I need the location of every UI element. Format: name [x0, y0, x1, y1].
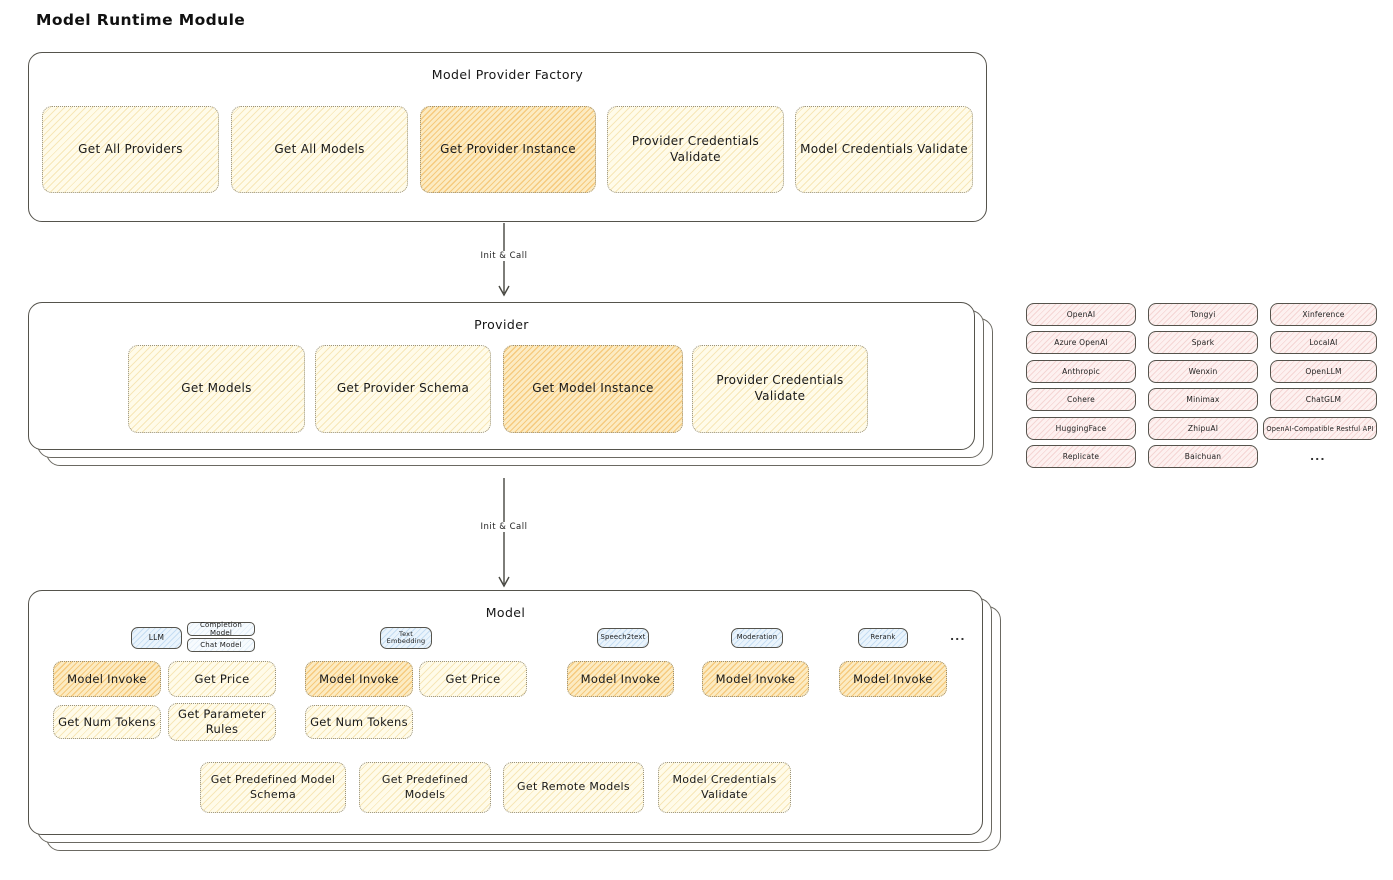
provider-chip-baichuan: Baichuan	[1148, 445, 1258, 468]
tag-chat-model: Chat Model	[187, 638, 255, 652]
provider-chip-azure-openai: Azure OpenAI	[1026, 331, 1136, 354]
button-get-num-tokens-llm: Get Num Tokens	[53, 705, 161, 739]
provider-chip-spark: Spark	[1148, 331, 1258, 354]
button-model-invoke-rerank: Model Invoke	[839, 661, 947, 697]
down-arrow-connector-2	[498, 478, 510, 588]
button-model-credentials-validate-model: Model Credentials Validate	[658, 762, 791, 813]
tab-text-embedding: Text Embedding	[380, 627, 432, 649]
button-get-all-models: Get All Models	[231, 106, 408, 193]
provider-chip-huggingface: HuggingFace	[1026, 417, 1136, 440]
model-title: Model	[485, 605, 526, 620]
button-provider-credentials-validate-2: Provider Credentials Validate	[692, 345, 868, 433]
provider-chip-replicate: Replicate	[1026, 445, 1136, 468]
provider-title: Provider	[474, 317, 529, 332]
button-get-price-llm: Get Price	[168, 661, 276, 697]
tag-completion-model: Completion Model	[187, 621, 255, 637]
provider-chip-localai: LocalAI	[1270, 331, 1377, 354]
button-provider-credentials-validate: Provider Credentials Validate	[607, 106, 784, 193]
provider-chip-minimax: Minimax	[1148, 388, 1258, 411]
button-model-invoke-speech2text: Model Invoke	[567, 661, 674, 697]
button-model-invoke-llm: Model Invoke	[53, 661, 161, 697]
provider-chip-cohere: Cohere	[1026, 388, 1136, 411]
button-get-model-instance: Get Model Instance	[503, 345, 683, 433]
button-get-all-providers: Get All Providers	[42, 106, 219, 193]
button-get-models: Get Models	[128, 345, 305, 433]
provider-chip-zhipuai: ZhipuAI	[1148, 417, 1258, 440]
button-model-credentials-validate: Model Credentials Validate	[795, 106, 973, 193]
provider-chip-openllm: OpenLLM	[1270, 360, 1377, 383]
provider-chip-openai-compatible: OpenAI-Compatible Restful API	[1263, 417, 1377, 440]
tabs-more-ellipsis: ...	[950, 630, 966, 643]
arrow-label-init-call-2: Init & Call	[476, 522, 532, 532]
button-get-predefined-models: Get Predefined Models	[359, 762, 491, 813]
tab-speech2text: Speech2text	[597, 628, 649, 648]
provider-chip-chatglm: ChatGLM	[1270, 388, 1377, 411]
button-get-price-text-embedding: Get Price	[419, 661, 527, 697]
button-get-predefined-model-schema: Get Predefined Model Schema	[200, 762, 346, 813]
tab-llm: LLM	[131, 627, 182, 649]
button-get-provider-schema: Get Provider Schema	[315, 345, 491, 433]
arrow-label-init-call-1: Init & Call	[476, 251, 532, 261]
provider-chip-tongyi: Tongyi	[1148, 303, 1258, 326]
providers-more-ellipsis: ...	[1310, 450, 1326, 463]
button-get-parameter-rules: Get Parameter Rules	[168, 703, 276, 741]
diagram-title: Model Runtime Module	[36, 11, 246, 29]
tab-moderation: Moderation	[731, 628, 783, 648]
button-get-remote-models: Get Remote Models	[503, 762, 644, 813]
provider-chip-anthropic: Anthropic	[1026, 360, 1136, 383]
provider-chip-xinference: Xinference	[1270, 303, 1377, 326]
button-get-provider-instance: Get Provider Instance	[420, 106, 596, 193]
button-model-invoke-moderation: Model Invoke	[702, 661, 809, 697]
provider-chip-wenxin: Wenxin	[1148, 360, 1258, 383]
button-get-num-tokens-text-embedding: Get Num Tokens	[305, 705, 413, 739]
button-model-invoke-text-embedding: Model Invoke	[305, 661, 413, 697]
tab-rerank: Rerank	[858, 628, 908, 648]
factory-title: Model Provider Factory	[431, 67, 584, 82]
provider-chip-openai: OpenAI	[1026, 303, 1136, 326]
